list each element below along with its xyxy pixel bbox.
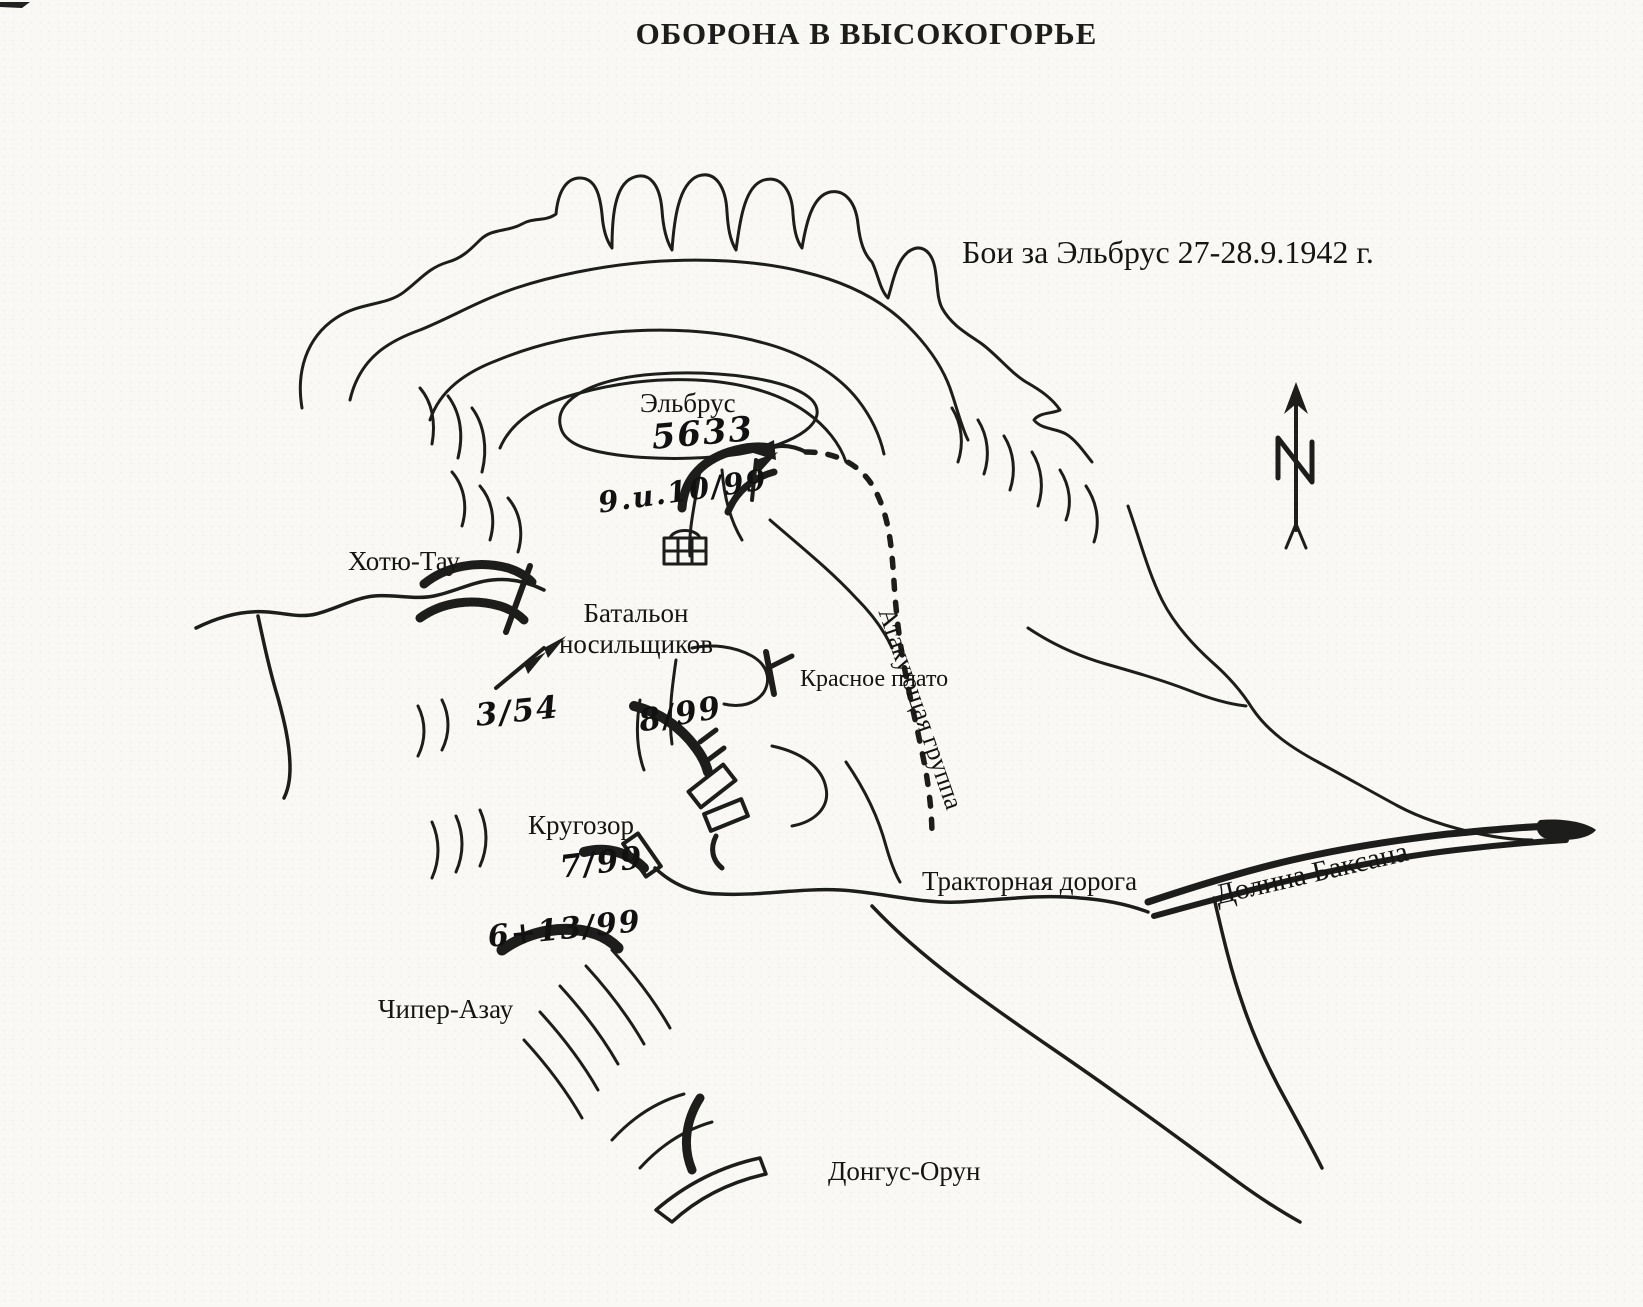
- label-porter-battalion: Батальон носильщиков: [558, 598, 714, 660]
- map-subtitle: Бои за Эльбрус 27-28.9.1942 г.: [962, 234, 1374, 270]
- label-elbrus: Эльбрус: [640, 388, 736, 418]
- hachure-lines: [416, 386, 1099, 1170]
- shelter-building-icon: [662, 529, 708, 566]
- road-lines: [653, 866, 1324, 1224]
- label-khotyu-tau: Хотю-Тау: [348, 546, 460, 576]
- river-lines: [1026, 504, 1534, 842]
- label-chiper-azau: Чипер-Азау: [378, 994, 514, 1024]
- scan-smudge: [0, 2, 30, 8]
- baksan-valley-lines: [1144, 819, 1596, 919]
- defense-position-marks: [415, 442, 795, 1224]
- label-krugozor: Кругозор: [528, 810, 635, 840]
- label-dongus-orun: Донгус-Орун: [828, 1156, 981, 1186]
- north-arrow-icon: [1275, 382, 1315, 550]
- page-title: ОБОРОНА В ВЫСОКОГОРЬЕ: [635, 16, 1098, 51]
- contour-lines: [298, 173, 1094, 884]
- label-krasnoe-plato: Красное плато: [800, 666, 949, 692]
- label-tractor-road: Тракторная дорога: [922, 866, 1138, 896]
- ridge-lines: [194, 577, 546, 800]
